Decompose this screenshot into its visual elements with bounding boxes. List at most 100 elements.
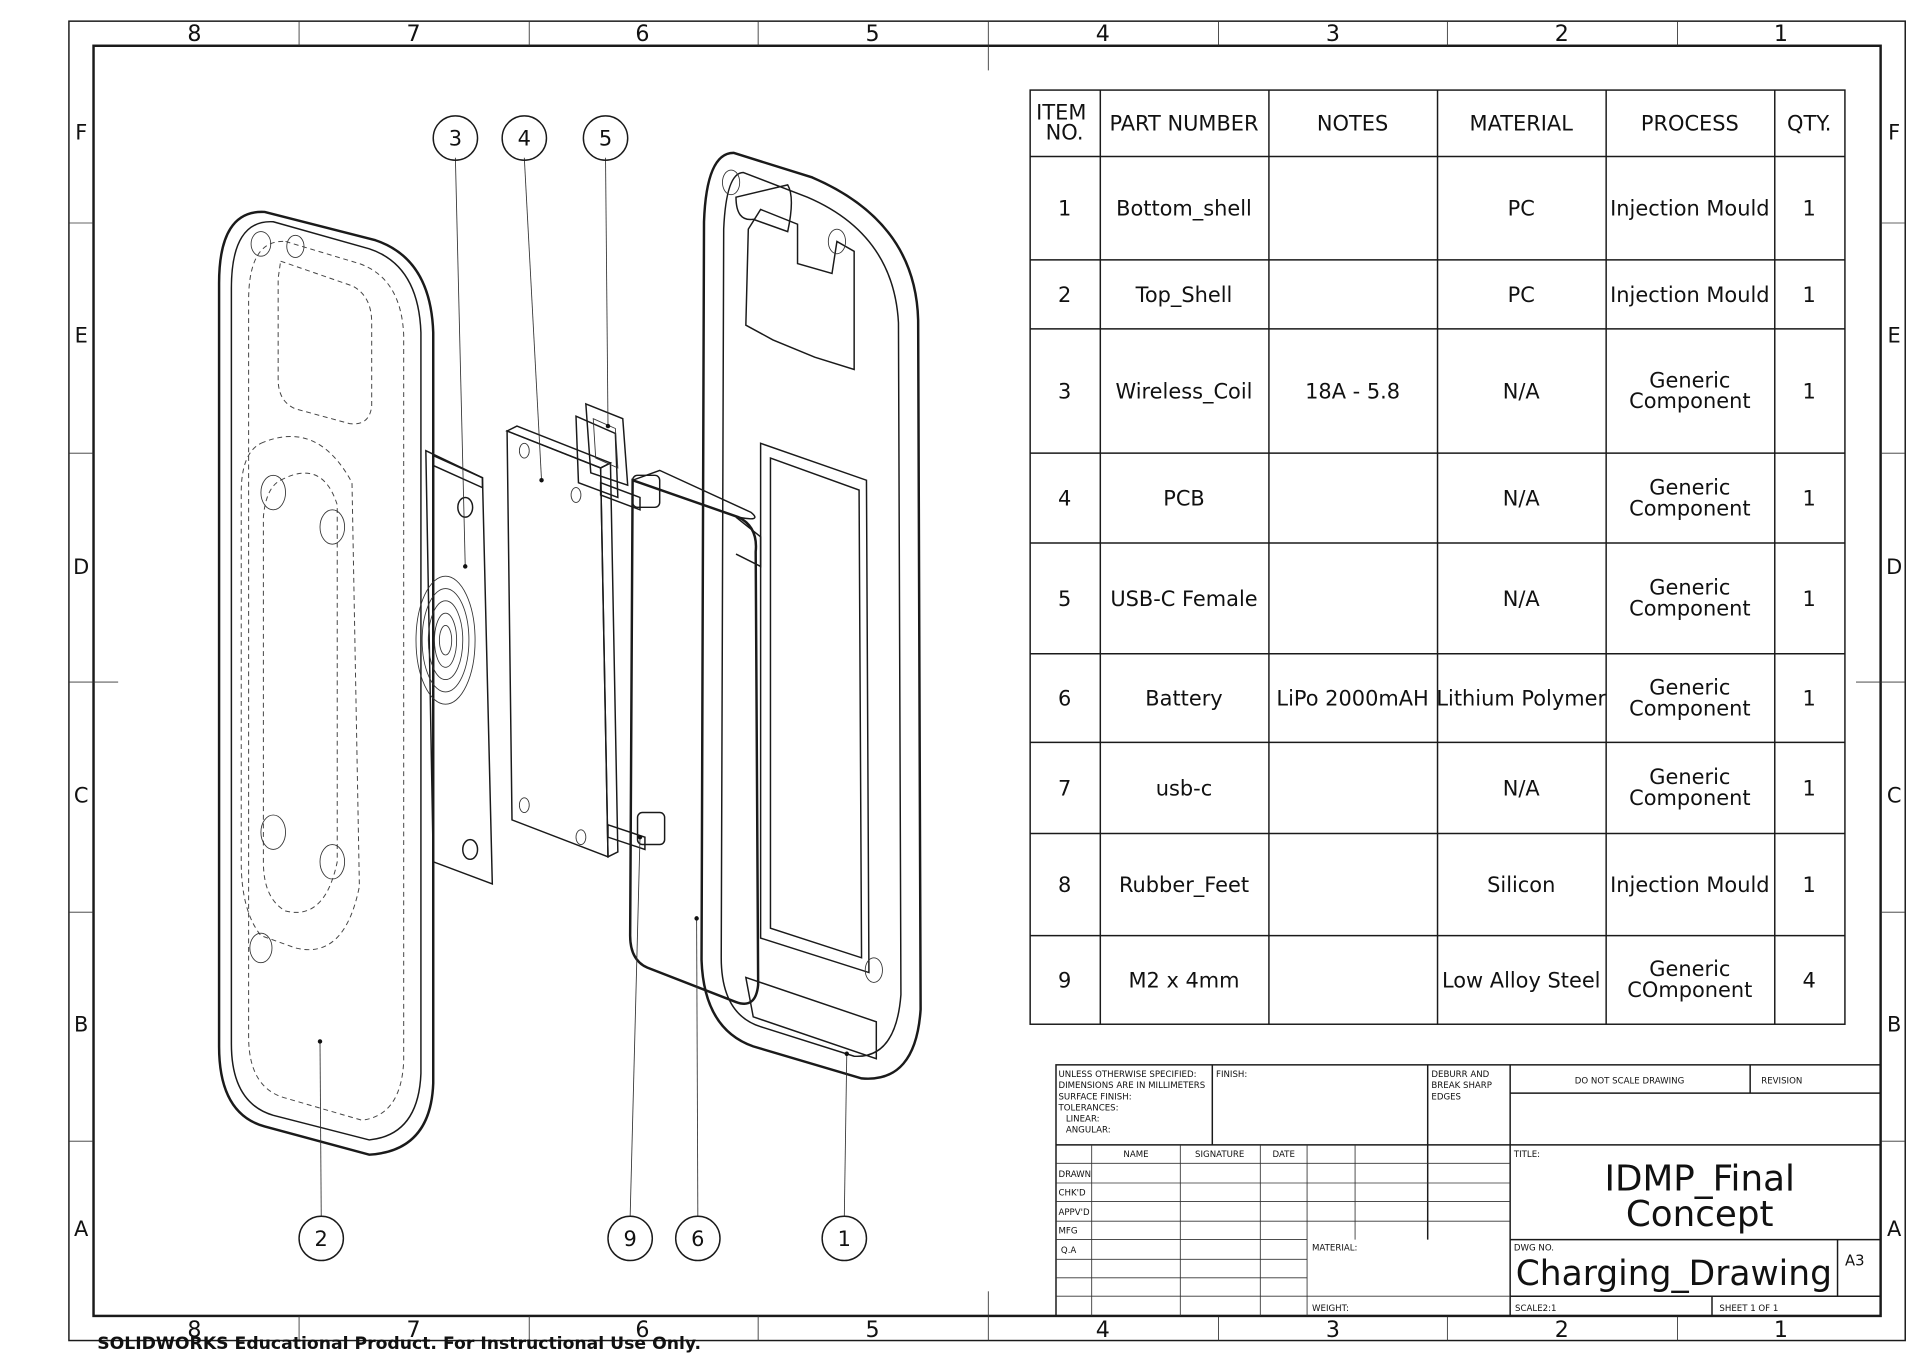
zone-col-8-bottom: 8 <box>187 1317 201 1343</box>
balloon-9-label: 9 <box>623 1227 636 1251</box>
bom-header-notes: NOTES <box>1317 112 1388 136</box>
bom-cell-material: PC <box>1508 197 1535 221</box>
tb-col-name: NAME <box>1123 1150 1148 1160</box>
tb-unless-3: SURFACE FINISH: <box>1058 1092 1131 1102</box>
bom-cell-material: N/A <box>1503 776 1541 800</box>
tb-unless-1: UNLESS OTHERWISE SPECIFIED: <box>1058 1070 1196 1080</box>
zone-col-8-top: 8 <box>187 21 201 47</box>
bom-cell-notes: 18A - 5.8 <box>1305 379 1400 403</box>
tb-row-qa: Q.A <box>1061 1246 1077 1256</box>
wireless-coil-part <box>415 449 494 885</box>
zone-row-d-right: D <box>1886 555 1902 579</box>
bom-cell-process: Injection Mould <box>1610 197 1769 221</box>
bom-cell-item-no: 2 <box>1058 283 1071 307</box>
bom-cell-qty: 1 <box>1803 776 1816 800</box>
bom-cell-item-no: 8 <box>1058 873 1071 897</box>
pcb-part <box>505 402 666 859</box>
bom-cell-line: Generic <box>1649 765 1730 789</box>
bom-cell-item-no: 7 <box>1058 776 1071 800</box>
zone-row-e-left: E <box>75 323 88 347</box>
bom-table: ITEM NO. PART NUMBER NOTES MATERIAL PROC… <box>1029 89 1846 1025</box>
bom-cell-line: Component <box>1629 597 1750 621</box>
bom-cell-item-no: 3 <box>1058 379 1071 403</box>
bom-cell-item-no: 5 <box>1058 587 1071 611</box>
bom-cell-material: N/A <box>1503 587 1541 611</box>
bom-cell-qty: 1 <box>1803 283 1816 307</box>
bom-cell-part-number: USB-C Female <box>1110 587 1257 611</box>
bom-cell-process: Injection Mould <box>1610 873 1769 897</box>
tb-unless-6: ANGULAR: <box>1066 1126 1111 1136</box>
balloon-4-label: 4 <box>518 126 531 150</box>
tb-material-label: MATERIAL: <box>1312 1244 1357 1254</box>
tb-row-drawn: DRAWN <box>1058 1170 1091 1180</box>
tb-title-label: TITLE: <box>1513 1150 1540 1160</box>
zone-col-7-bottom: 7 <box>406 1317 420 1343</box>
tb-title-line-1: IDMP_Final <box>1604 1158 1794 1199</box>
zone-col-7-top: 7 <box>406 21 420 47</box>
bom-cell-qty: 1 <box>1803 197 1816 221</box>
bom-cell-part-number: PCB <box>1163 486 1205 510</box>
zone-col-2-bottom: 2 <box>1555 1317 1569 1343</box>
bom-cell-material: PC <box>1508 283 1535 307</box>
tb-deburr-2: BREAK SHARP <box>1431 1081 1492 1091</box>
bom-cell-qty: 1 <box>1803 873 1816 897</box>
bom-cell-item-no: 4 <box>1058 486 1071 510</box>
zone-col-3-top: 3 <box>1326 21 1340 47</box>
bom-cell-part-number: Rubber_Feet <box>1119 873 1249 897</box>
zone-row-a-left: A <box>74 1217 89 1241</box>
zone-col-4-top: 4 <box>1096 21 1110 47</box>
bom-header-item-no: ITEM NO. <box>1036 101 1093 145</box>
tb-row-mfg: MFG <box>1058 1226 1077 1236</box>
tb-revision-label: REVISION <box>1761 1076 1802 1086</box>
balloon-1-label: 1 <box>838 1227 851 1251</box>
bom-cell-material: N/A <box>1503 486 1541 510</box>
balloon-item-6: 6 <box>674 1215 721 1262</box>
bom-header-material: MATERIAL <box>1470 112 1574 136</box>
zone-col-3-bottom: 3 <box>1326 1317 1340 1343</box>
bom-header-qty: QTY. <box>1787 112 1831 136</box>
top-shell-part <box>217 210 435 1156</box>
bom-cell-part-number: Bottom_shell <box>1116 197 1252 221</box>
bottom-shell-part <box>700 151 922 1080</box>
zone-row-c-left: C <box>74 784 89 808</box>
balloon-2-label: 2 <box>315 1227 328 1251</box>
tb-row-appvd: APPV'D <box>1058 1208 1090 1218</box>
balloon-3-label: 3 <box>449 126 462 150</box>
bom-cell-line: Generic <box>1649 368 1730 392</box>
bom-cell-material: N/A <box>1503 379 1541 403</box>
tb-title-line-2: Concept <box>1626 1194 1774 1235</box>
bom-header-part-number: PART NUMBER <box>1109 112 1258 136</box>
zone-row-b-right: B <box>1887 1013 1901 1037</box>
zone-col-5-bottom: 5 <box>866 1317 880 1343</box>
tb-finish-label: FINISH: <box>1216 1070 1247 1080</box>
zone-col-5-top: 5 <box>866 21 880 47</box>
bom-cell-line: Component <box>1629 696 1750 720</box>
bom-cell-line: Generic <box>1649 576 1730 600</box>
tb-sheet: SHEET 1 OF 1 <box>1719 1304 1778 1314</box>
tb-do-not-scale: DO NOT SCALE DRAWING <box>1575 1076 1685 1086</box>
zone-col-4-bottom: 4 <box>1096 1317 1110 1343</box>
bom-cell-line: Component <box>1629 786 1750 810</box>
bom-cell-qty: 1 <box>1803 686 1816 710</box>
bom-cell-qty: 1 <box>1803 587 1816 611</box>
tb-col-date: DATE <box>1272 1150 1294 1160</box>
zone-col-1-top: 1 <box>1774 21 1788 47</box>
bom-header-process: PROCESS <box>1641 112 1739 136</box>
balloon-item-3: 3 <box>432 115 479 161</box>
bom-cell-line: Generic <box>1649 675 1730 699</box>
zone-row-f-left: F <box>75 120 87 144</box>
tb-scale: SCALE2:1 <box>1515 1304 1556 1314</box>
balloon-item-9: 9 <box>607 1215 654 1262</box>
balloon-6-label: 6 <box>691 1227 704 1251</box>
bom-cell-line: Generic <box>1649 957 1730 981</box>
bom-cell-line: Component <box>1629 496 1750 520</box>
zone-col-1-bottom: 1 <box>1774 1317 1788 1343</box>
tb-dwg-no-label: DWG NO. <box>1514 1244 1554 1254</box>
